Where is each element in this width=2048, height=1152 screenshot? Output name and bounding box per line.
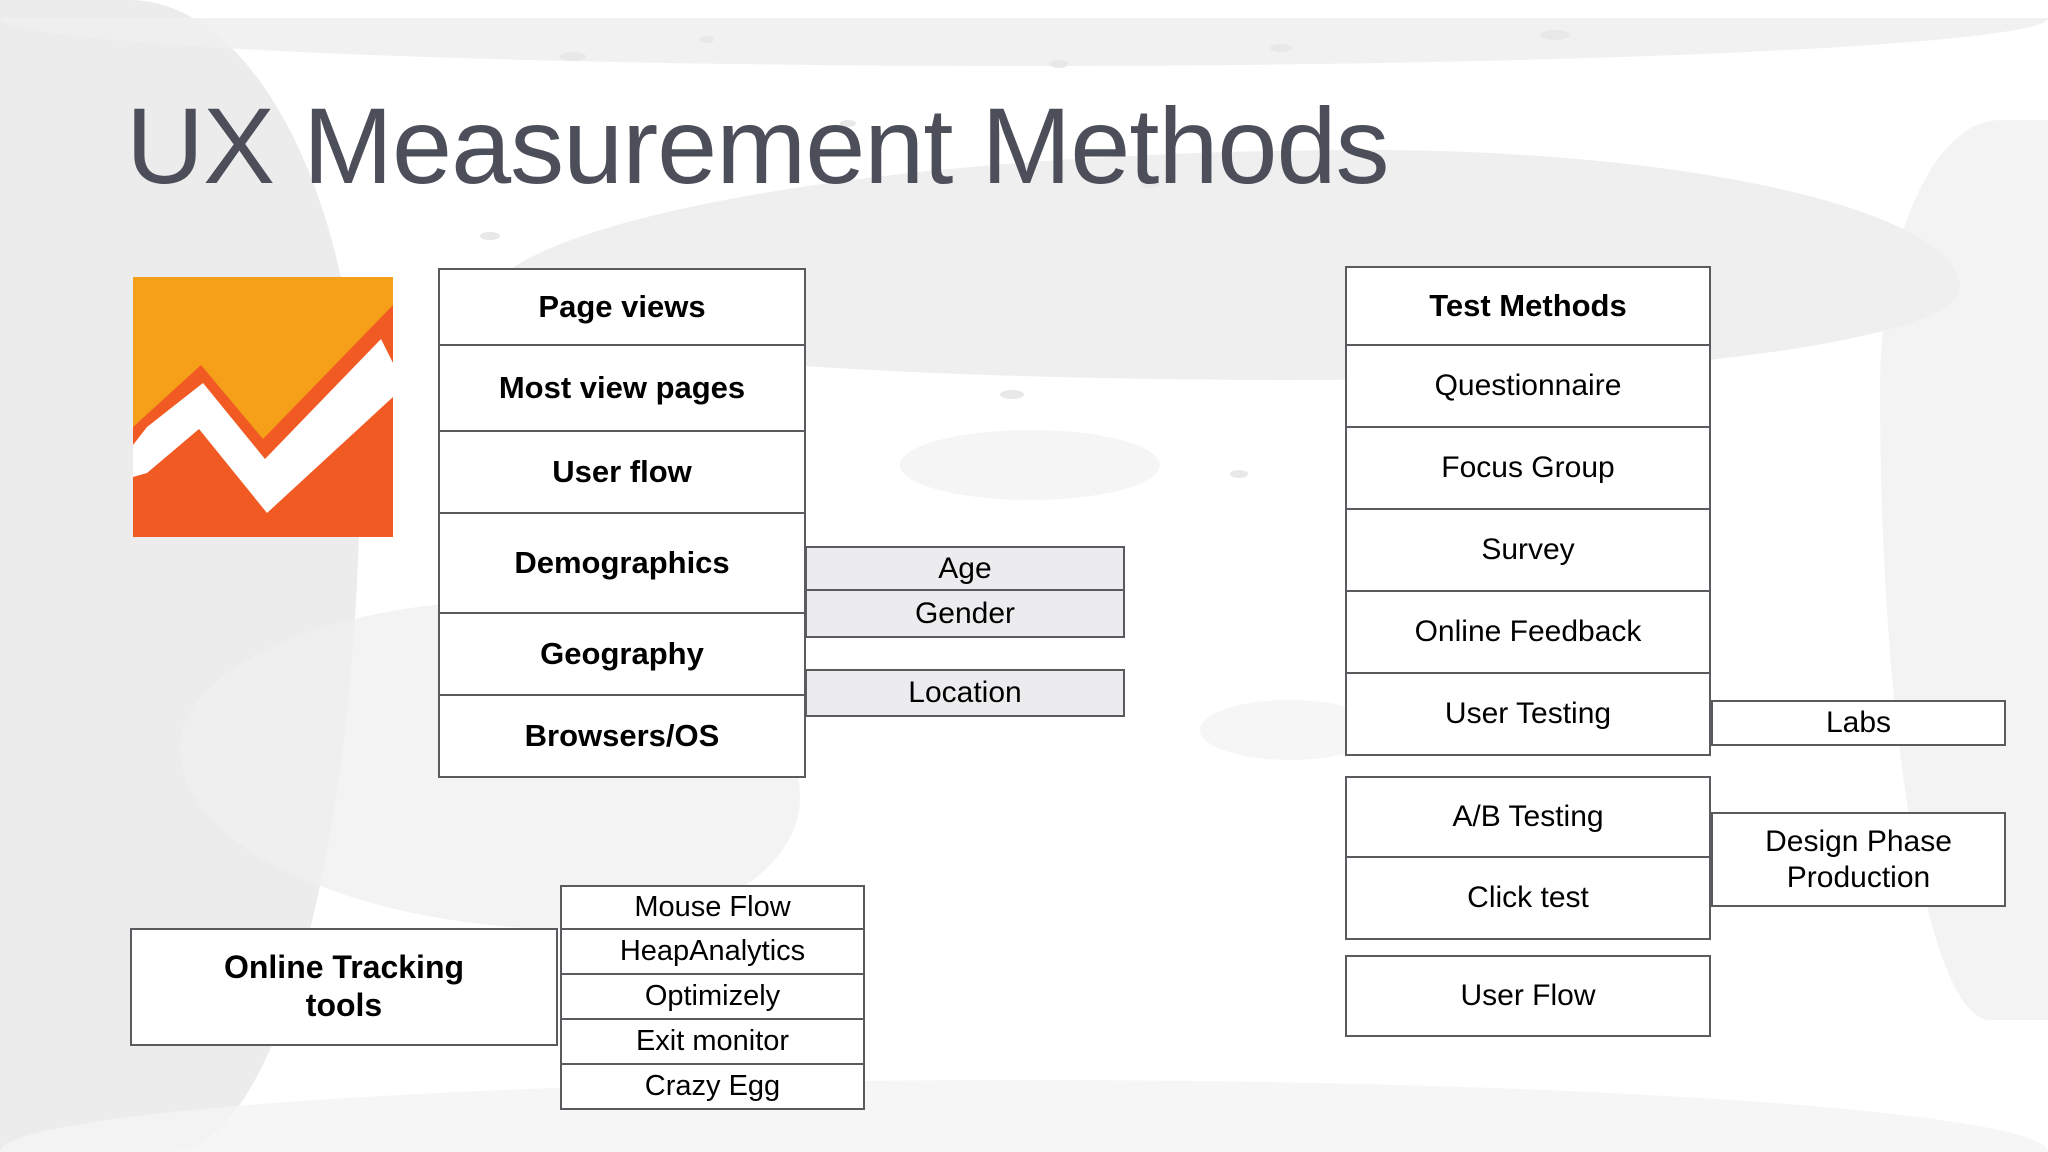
test-method-user-flow[interactable]: User Flow bbox=[1345, 955, 1711, 1037]
tracking-tool-optimizely[interactable]: Optimizely bbox=[560, 975, 865, 1020]
tracking-tools-label-line1: Online Tracking bbox=[223, 949, 465, 986]
tracking-tool-label: Exit monitor bbox=[635, 1025, 790, 1057]
metric-geography[interactable]: Geography bbox=[438, 614, 806, 696]
speck bbox=[560, 52, 586, 61]
test-method-label: User Testing bbox=[1444, 697, 1612, 730]
metric-label: Most view pages bbox=[498, 370, 746, 405]
speck bbox=[1230, 470, 1248, 478]
tracking-tools-list-group: Mouse Flow HeapAnalytics Optimizely Exit… bbox=[560, 885, 865, 1110]
sub-label: Age bbox=[938, 551, 992, 585]
user-testing-sub-labs[interactable]: Labs bbox=[1711, 700, 2006, 746]
metric-user-flow[interactable]: User flow bbox=[438, 432, 806, 514]
brush-blob-mid bbox=[900, 430, 1160, 500]
geography-sub-location[interactable]: Location bbox=[805, 669, 1125, 717]
test-method-label: Online Feedback bbox=[1414, 615, 1642, 648]
tracking-tool-heapanalytics[interactable]: HeapAnalytics bbox=[560, 930, 865, 975]
test-methods-group: Test Methods Questionnaire Focus Group S… bbox=[1345, 266, 1711, 756]
sub-label: Labs bbox=[1825, 706, 1892, 739]
sub-label: Gender bbox=[914, 596, 1016, 630]
tracking-tool-crazy-egg[interactable]: Crazy Egg bbox=[560, 1065, 865, 1110]
test-methods-group-3: User Flow bbox=[1345, 955, 1711, 1037]
speck bbox=[1000, 390, 1024, 399]
test-methods-group-2: A/B Testing Click test bbox=[1345, 776, 1711, 940]
tracking-tools-label: Online Tracking tools bbox=[130, 928, 558, 1046]
sub-label: Location bbox=[908, 676, 1022, 709]
test-method-click-test[interactable]: Click test bbox=[1345, 858, 1711, 940]
test-method-label: A/B Testing bbox=[1452, 800, 1604, 833]
test-method-label: Click test bbox=[1467, 881, 1589, 914]
tracking-tool-exit-monitor[interactable]: Exit monitor bbox=[560, 1020, 865, 1065]
user-testing-sub-group: Labs bbox=[1711, 700, 2006, 746]
demographics-sub-gender[interactable]: Gender bbox=[805, 591, 1125, 638]
ab-testing-sub-design-phase-production[interactable]: Design Phase Production bbox=[1711, 812, 2006, 907]
demographics-sub-group: Age Gender bbox=[805, 546, 1125, 638]
metric-label: User flow bbox=[552, 454, 692, 489]
metric-most-view-pages[interactable]: Most view pages bbox=[438, 346, 806, 432]
ab-testing-sub-group: Design Phase Production bbox=[1711, 812, 2006, 907]
test-methods-header: Test Methods bbox=[1345, 266, 1711, 346]
test-method-survey[interactable]: Survey bbox=[1345, 510, 1711, 592]
test-method-questionnaire[interactable]: Questionnaire bbox=[1345, 346, 1711, 428]
google-analytics-logo bbox=[133, 277, 393, 537]
sub-label-line2: Production bbox=[1786, 860, 1931, 894]
metric-label: Geography bbox=[540, 636, 704, 671]
speck bbox=[480, 232, 500, 240]
test-method-ab-testing[interactable]: A/B Testing bbox=[1345, 776, 1711, 858]
test-method-label: Focus Group bbox=[1441, 451, 1615, 484]
tracking-tools-label-line2: tools bbox=[305, 987, 383, 1023]
speck bbox=[1050, 60, 1068, 68]
brush-stroke-bottom bbox=[0, 1080, 2048, 1152]
geography-sub-group: Location bbox=[805, 669, 1125, 717]
test-method-label: Survey bbox=[1481, 533, 1575, 566]
test-method-online-feedback[interactable]: Online Feedback bbox=[1345, 592, 1711, 674]
metric-demographics[interactable]: Demographics bbox=[438, 514, 806, 614]
demographics-sub-age[interactable]: Age bbox=[805, 546, 1125, 591]
metric-label: Demographics bbox=[514, 545, 730, 580]
tracking-tools-label-group: Online Tracking tools bbox=[130, 928, 558, 1046]
speck bbox=[1270, 44, 1292, 52]
brush-stroke-top bbox=[0, 18, 2048, 66]
test-method-focus-group[interactable]: Focus Group bbox=[1345, 428, 1711, 510]
analytics-metrics-group: Page views Most view pages User flow Dem… bbox=[438, 268, 806, 778]
speck bbox=[700, 36, 714, 43]
tracking-tool-label: Optimizely bbox=[644, 980, 781, 1012]
tracking-tool-label: HeapAnalytics bbox=[619, 935, 806, 967]
metric-browsers-os[interactable]: Browsers/OS bbox=[438, 696, 806, 778]
page-title: UX Measurement Methods bbox=[126, 85, 1390, 206]
metric-label: Page views bbox=[538, 289, 706, 324]
sub-label-line1: Design Phase bbox=[1765, 825, 1952, 859]
tracking-tool-label: Mouse Flow bbox=[634, 891, 791, 923]
metric-label: Browsers/OS bbox=[524, 718, 720, 753]
test-method-label: User Flow bbox=[1460, 979, 1596, 1012]
tracking-tool-label: Crazy Egg bbox=[644, 1070, 781, 1102]
test-method-label: Questionnaire bbox=[1434, 369, 1622, 402]
tracking-tool-mouse-flow[interactable]: Mouse Flow bbox=[560, 885, 865, 930]
header-label: Test Methods bbox=[1429, 288, 1627, 323]
test-method-user-testing[interactable]: User Testing bbox=[1345, 674, 1711, 756]
metric-page-views[interactable]: Page views bbox=[438, 268, 806, 346]
speck bbox=[1540, 30, 1570, 40]
